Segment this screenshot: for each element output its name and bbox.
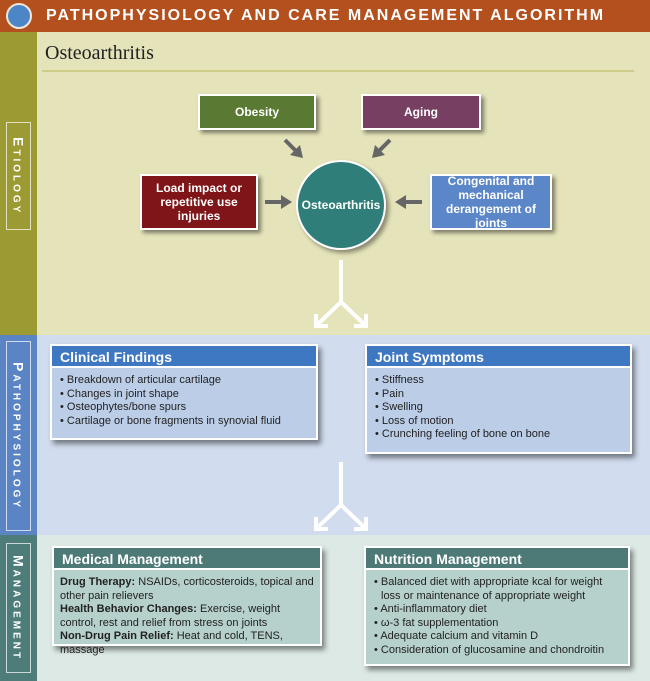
joint-symptoms-card: Joint Symptoms Stiffness Pain Swelling L…	[365, 344, 632, 454]
joint-symptoms-title: Joint Symptoms	[367, 346, 630, 368]
pathophysiology-label: Pathophysiology	[6, 341, 31, 531]
entry-term: Drug Therapy:	[60, 576, 136, 588]
non-drug-relief-entry: Non-Drug Pain Relief: Heat and cold, TEN…	[60, 630, 314, 657]
etiology-arrows	[265, 138, 422, 328]
clinical-findings-card: Clinical Findings Breakdown of articular…	[50, 344, 318, 440]
osteoarthritis-node: Osteoarthritis	[296, 160, 386, 250]
health-behavior-entry: Health Behavior Changes: Exercise, weigh…	[60, 603, 314, 630]
cause-obesity: Obesity	[198, 94, 316, 130]
list-item: Loss of motion	[375, 415, 622, 429]
entry-text: Heat and cold, TENS, massage	[60, 630, 283, 656]
etiology-label: Etiology	[6, 122, 31, 230]
list-item: Consideration of glucosamine and chondro…	[374, 644, 620, 658]
list-item: Osteophytes/bone spurs	[60, 401, 308, 415]
drug-therapy-entry: Drug Therapy: NSAIDs, corticosteroids, t…	[60, 576, 314, 603]
entry-text: NSAIDs, corticosteroids, topical and oth…	[60, 576, 314, 602]
list-item: ω-3 fat supplementation	[374, 617, 620, 631]
clinical-findings-title: Clinical Findings	[52, 346, 316, 368]
entry-term: Non-Drug Pain Relief:	[60, 630, 174, 642]
nutrition-management-card: Nutrition Management Balanced diet with …	[364, 546, 630, 666]
medical-management-card: Medical Management Drug Therapy: NSAIDs,…	[52, 546, 322, 656]
management-section: Management Medical Management Drug Thera…	[0, 535, 650, 681]
cause-congenital: Congenital and mechanical derangement of…	[430, 174, 552, 230]
page-title: PATHOPHYSIOLOGY AND CARE MANAGEMENT ALGO…	[46, 7, 606, 24]
entry-term: Health Behavior Changes:	[60, 603, 197, 615]
split-arrow-icon	[314, 462, 368, 531]
cause-aging: Aging	[361, 94, 481, 130]
pathophysiology-section: Pathophysiology Clinical Findings Breakd…	[0, 335, 650, 535]
list-item: Crunching feeling of bone on bone	[375, 428, 622, 442]
list-item: Balanced diet with appropriate kcal for …	[374, 576, 620, 590]
list-item: Swelling	[375, 401, 622, 415]
disease-title: Osteoarthritis	[45, 42, 154, 64]
list-item: Changes in joint shape	[60, 388, 308, 402]
management-label: Management	[6, 543, 31, 673]
medical-management-title: Medical Management	[54, 548, 320, 570]
entry-text: Exercise, weight control, rest and relie…	[60, 603, 281, 629]
cause-load-impact: Load impact or repetitive use injuries	[140, 174, 258, 230]
list-item-continuation: loss or maintenance of appropriate weigh…	[381, 589, 586, 602]
list-item: Stiffness	[375, 374, 622, 388]
title-divider	[42, 70, 634, 72]
list-item: Adequate calcium and vitamin D	[374, 630, 620, 644]
list-item: Pain	[375, 388, 622, 402]
etiology-label-text: Etiology	[10, 136, 27, 216]
management-label-text: Management	[10, 554, 27, 662]
algorithm-logo-icon	[6, 3, 32, 29]
list-item: Breakdown of articular cartilage	[60, 374, 308, 388]
list-item: Anti-inflammatory diet	[374, 603, 620, 617]
pathophysiology-label-text: Pathophysiology	[10, 361, 27, 511]
split-arrow-icon	[314, 260, 368, 328]
list-item: Cartilage or bone fragments in synovial …	[60, 415, 308, 429]
nutrition-management-title: Nutrition Management	[366, 548, 628, 570]
header-bar: PATHOPHYSIOLOGY AND CARE MANAGEMENT ALGO…	[0, 0, 650, 32]
etiology-section: Etiology Osteoarthritis Obesity Aging Lo…	[0, 32, 650, 335]
